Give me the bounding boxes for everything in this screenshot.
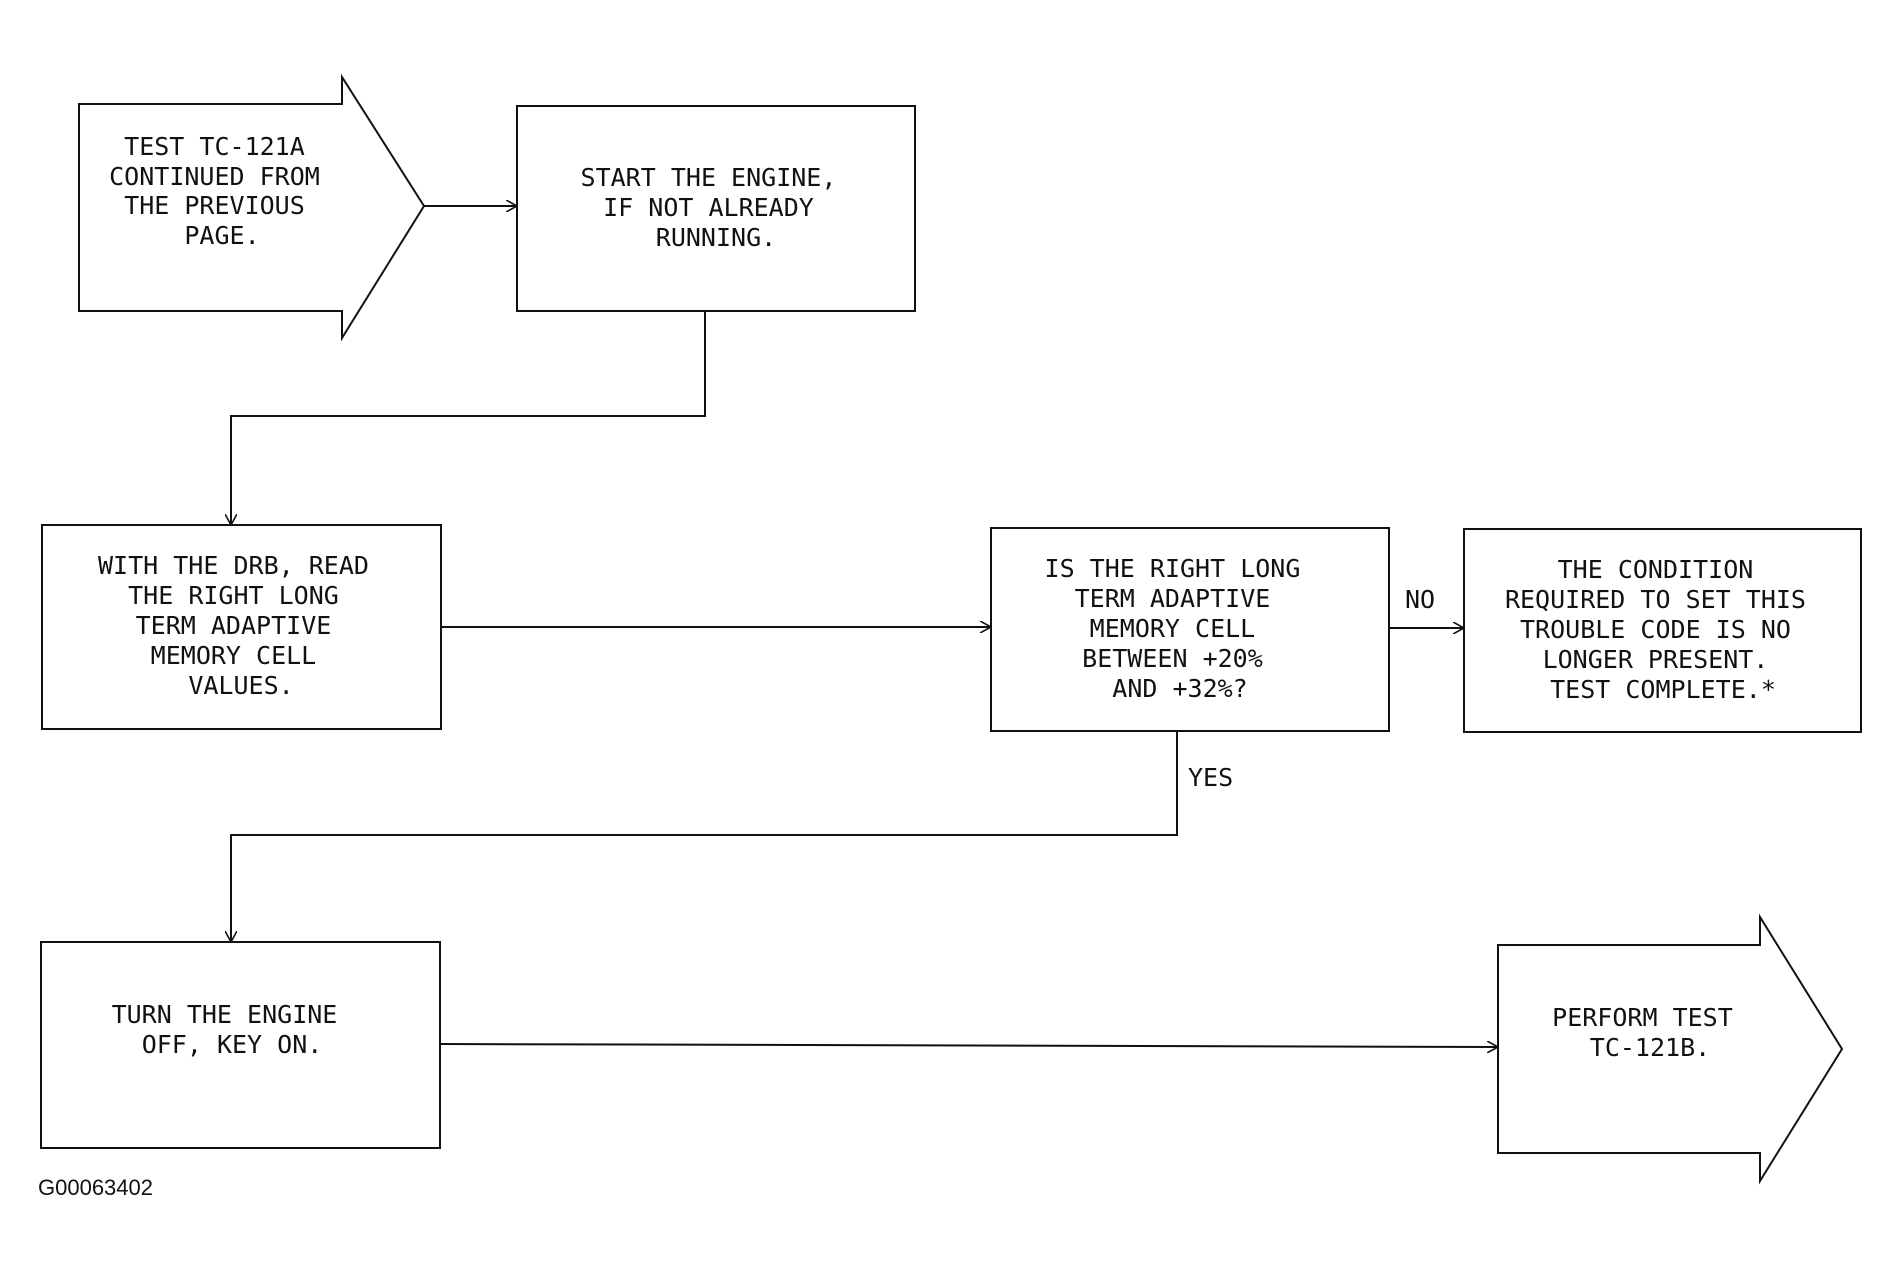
condition-absent-node: THE CONDITION REQUIRED TO SET THIS TROUB… [1463,528,1862,733]
edge-engine-off-to-perform-test [439,1044,1498,1047]
read-drb-node: WITH THE DRB, READ THE RIGHT LONG TERM A… [41,524,442,730]
decision-node: IS THE RIGHT LONG TERM ADAPTIVE MEMORY C… [990,527,1390,732]
start-engine-node-text: START THE ENGINE, IF NOT ALREADY RUNNING… [581,163,852,252]
edge-label-no: NO [1405,585,1435,614]
decision-node-text: IS THE RIGHT LONG TERM ADAPTIVE MEMORY C… [1045,554,1316,703]
figure-id: G00063402 [38,1175,153,1200]
start-node: TEST TC-121A CONTINUED FROM THE PREVIOUS… [78,73,426,342]
condition-absent-node-text: THE CONDITION REQUIRED TO SET THIS TROUB… [1505,555,1821,704]
perform-test-node: PERFORM TEST TC-121B. [1497,913,1844,1185]
start-node-text: TEST TC-121A CONTINUED FROM THE PREVIOUS… [109,132,335,250]
edge-label-yes: YES [1188,763,1233,792]
edge-start-engine-to-read-drb [231,311,706,525]
edge-decision-yes [231,731,1178,942]
read-drb-node-text: WITH THE DRB, READ THE RIGHT LONG TERM A… [98,551,384,700]
perform-test-node-text: PERFORM TEST TC-121B. [1552,1003,1748,1062]
start-engine-node: START THE ENGINE, IF NOT ALREADY RUNNING… [516,105,916,312]
engine-off-node: TURN THE ENGINE OFF, KEY ON. [40,941,441,1149]
engine-off-node-text: TURN THE ENGINE OFF, KEY ON. [112,1000,353,1059]
